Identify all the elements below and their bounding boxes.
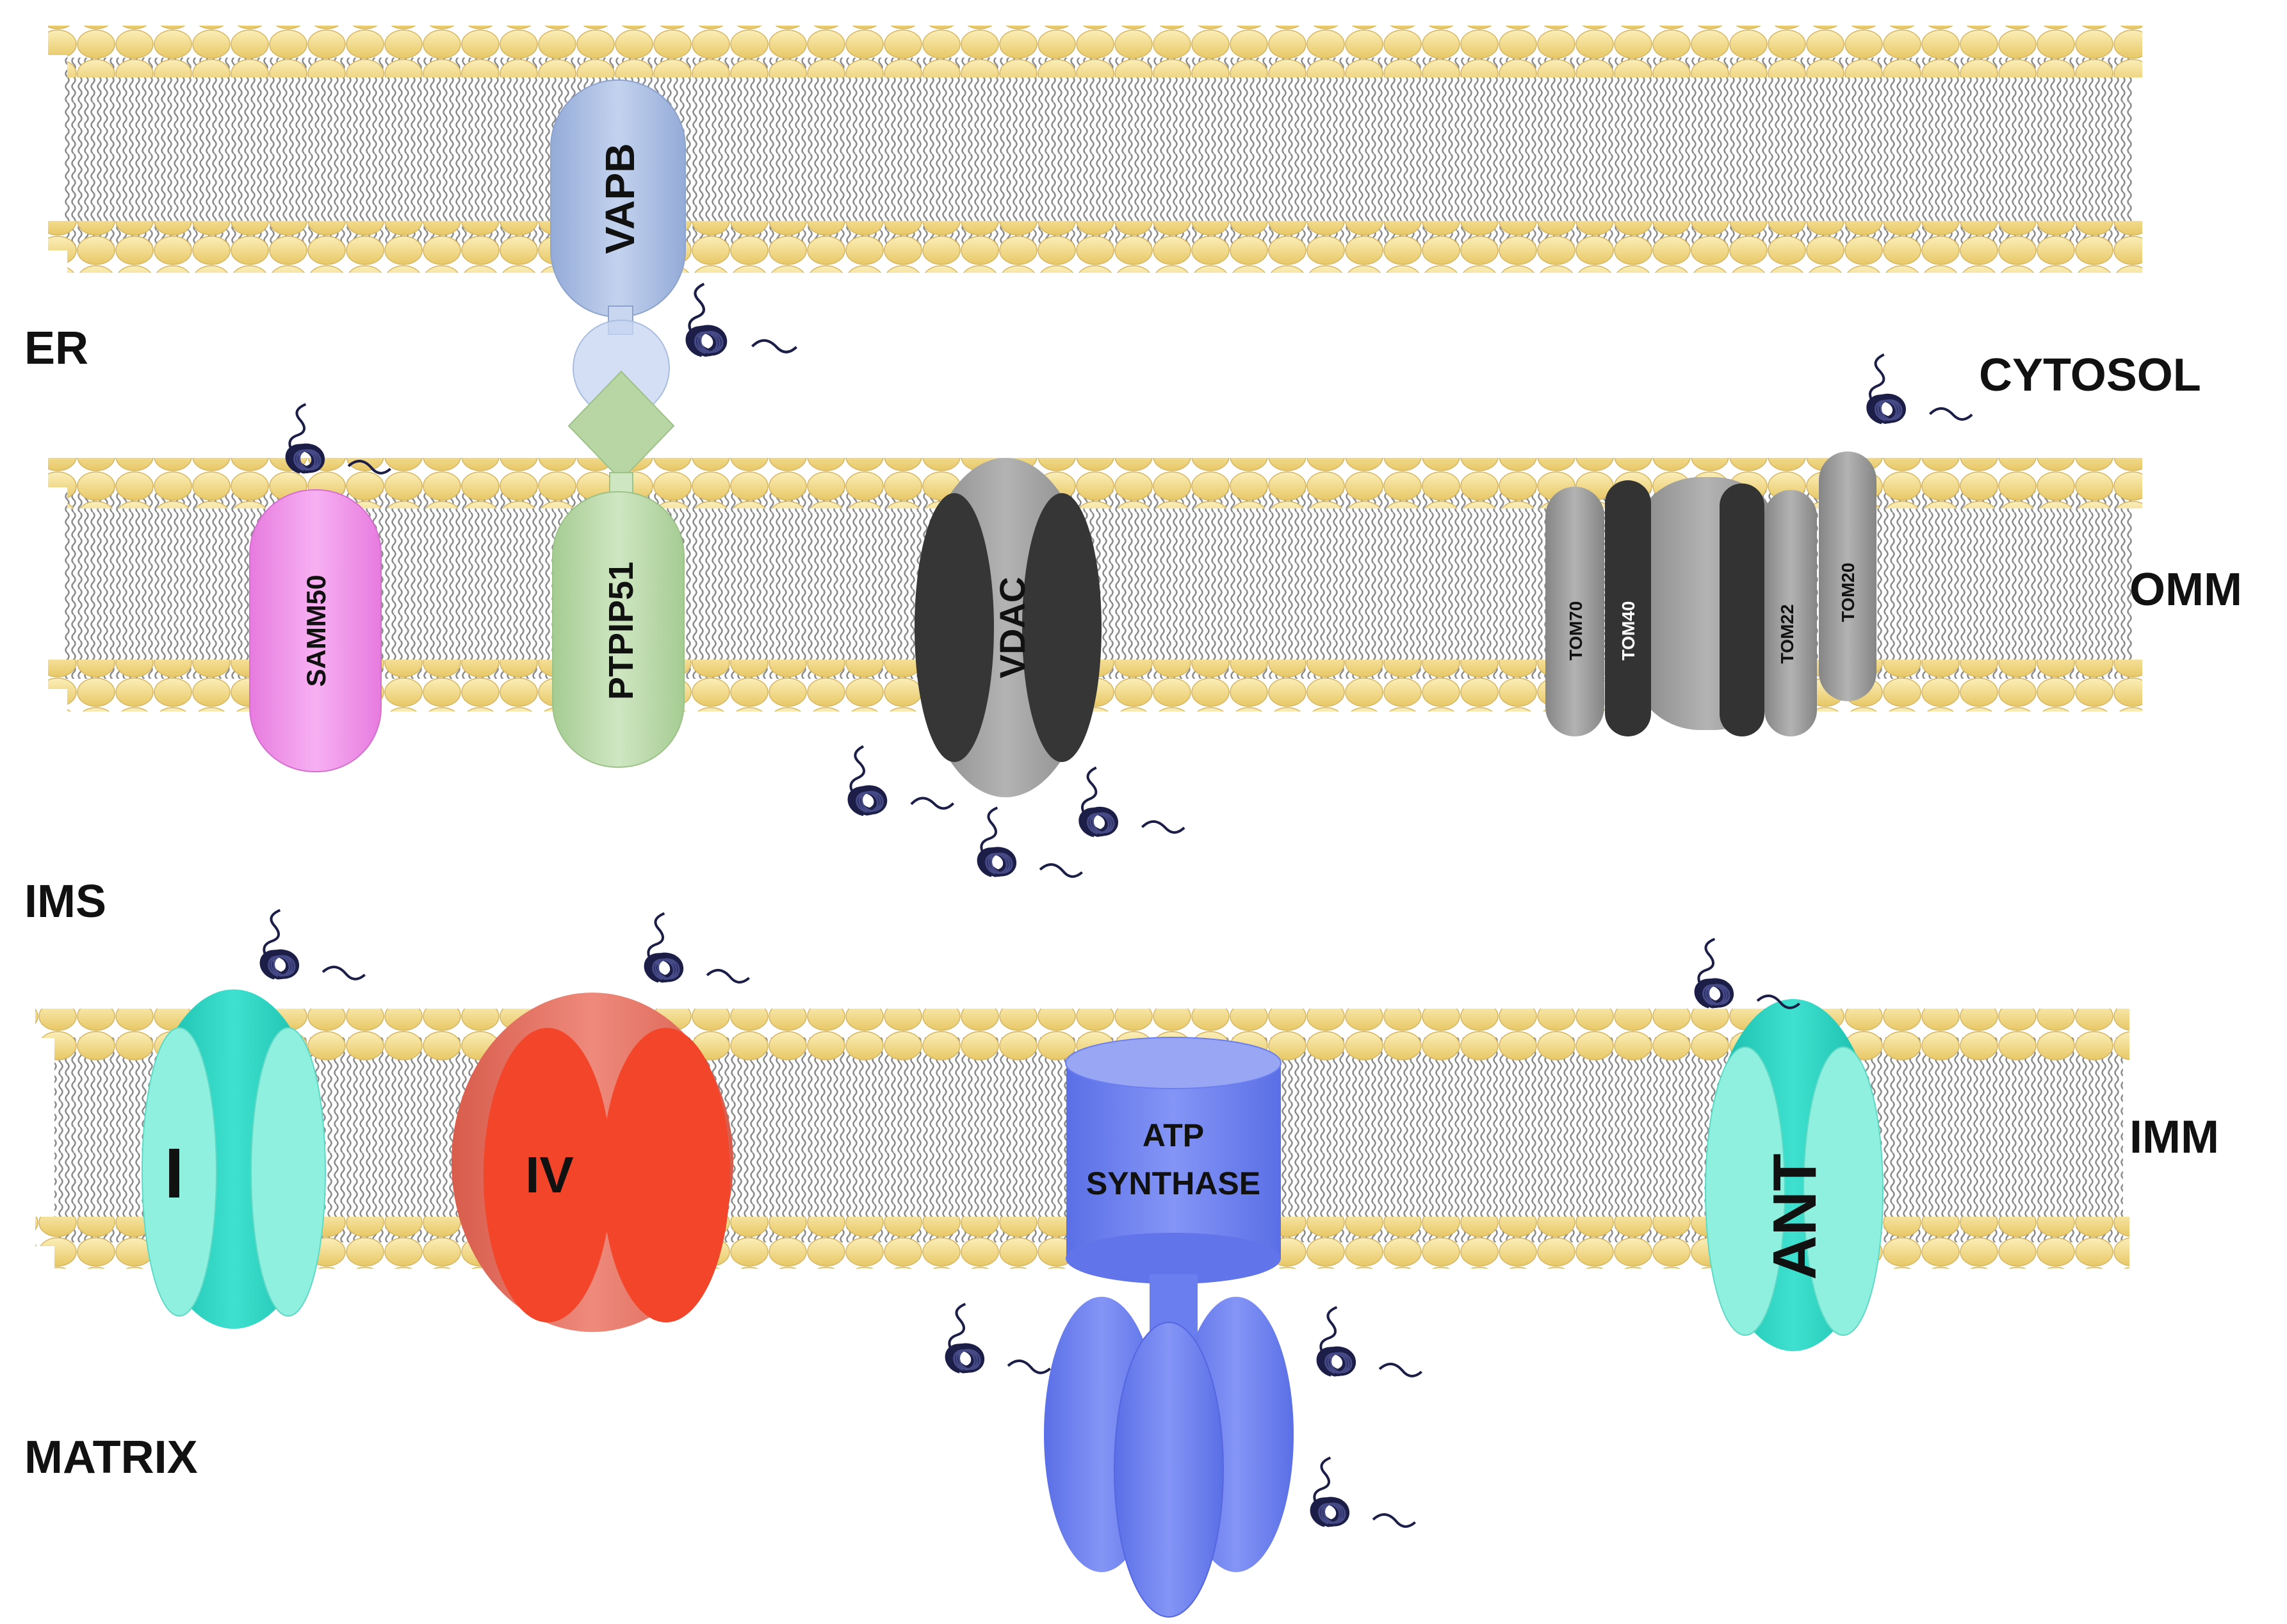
complex-iv-left-side bbox=[484, 1028, 612, 1322]
label-cytosol: CYTOSOL bbox=[1979, 350, 2201, 401]
er-heads-top-2 bbox=[67, 48, 2142, 77]
er-lipid-tails bbox=[64, 58, 2133, 250]
label-imm: IMM bbox=[2129, 1112, 2219, 1163]
samm50-label: SAMM50 bbox=[301, 574, 331, 686]
tom-complex: TOM70 TOM40 TOM22 TOM20 bbox=[1545, 451, 1876, 736]
ant-protein: ANT bbox=[1705, 999, 1884, 1351]
tom40-label: TOM40 bbox=[1618, 601, 1638, 661]
alpha-helix-peptide-icon bbox=[259, 904, 365, 987]
atp-synthase-f1-center bbox=[1114, 1322, 1224, 1618]
tom20-subunit bbox=[1819, 451, 1876, 701]
label-matrix: MATRIX bbox=[24, 1432, 198, 1483]
tom40-right-subunit bbox=[1720, 483, 1764, 736]
label-omm: OMM bbox=[2129, 564, 2242, 615]
alpha-helix-peptide-icon bbox=[643, 907, 749, 991]
er-heads-bottom-2 bbox=[67, 243, 2142, 273]
complex-iv: IV bbox=[452, 993, 733, 1332]
alpha-helix-peptide-icon bbox=[976, 801, 1082, 885]
ant-right-side bbox=[1803, 1046, 1884, 1336]
vapb-label: VAPB bbox=[597, 143, 643, 254]
tom20-label: TOM20 bbox=[1838, 563, 1858, 622]
vdac-right-side bbox=[1022, 493, 1102, 762]
atp-synthase-label-1: ATP bbox=[1143, 1117, 1204, 1153]
vdac-protein: VDAC bbox=[915, 458, 1102, 797]
tom22-subunit bbox=[1764, 490, 1817, 736]
atp-synthase-label-2: SYNTHASE bbox=[1086, 1165, 1260, 1201]
alpha-helix-peptide-icon bbox=[1863, 344, 1973, 432]
ptpip51-protein: PTPIP51 bbox=[552, 370, 685, 768]
vapb-protein: VAPB bbox=[550, 79, 686, 417]
alpha-helix-peptide-icon bbox=[682, 272, 797, 365]
complex-iv-label: IV bbox=[525, 1146, 574, 1203]
tom22-label: TOM22 bbox=[1777, 605, 1797, 664]
alpha-helix-peptide-icon bbox=[1309, 1451, 1415, 1535]
vdac-label: VDAC bbox=[992, 577, 1032, 679]
alpha-helix-peptide-icon bbox=[1315, 1301, 1422, 1384]
samm50-protein: SAMM50 bbox=[249, 489, 382, 772]
atp-synthase-fo bbox=[1066, 1063, 1281, 1258]
atp-synthase-fo-top bbox=[1065, 1037, 1282, 1089]
tom70-subunit bbox=[1545, 487, 1604, 736]
er-membrane bbox=[48, 26, 2142, 273]
label-er: ER bbox=[24, 323, 88, 374]
ptpip51-body bbox=[552, 491, 685, 768]
complex-i-right-side bbox=[250, 1027, 326, 1317]
atp-synthase-fo-bottom bbox=[1066, 1233, 1281, 1284]
samm50-body bbox=[249, 489, 382, 772]
alpha-helix-peptide-icon bbox=[1075, 757, 1185, 845]
complex-i-left-side bbox=[142, 1027, 217, 1317]
label-ims: IMS bbox=[24, 876, 106, 927]
atp-synthase: ATP SYNTHASE bbox=[1044, 1037, 1294, 1618]
tom70-label: TOM70 bbox=[1566, 601, 1586, 661]
complex-i: I bbox=[142, 989, 326, 1329]
complex-i-label: I bbox=[165, 1134, 184, 1213]
ant-left-side bbox=[1705, 1046, 1786, 1336]
complex-iv-right-side bbox=[602, 1028, 730, 1322]
ant-label: ANT bbox=[1761, 1153, 1829, 1279]
ptpip51-label: PTPIP51 bbox=[602, 562, 640, 700]
tom40-left-subunit bbox=[1605, 480, 1651, 736]
vdac-left-side bbox=[915, 493, 994, 762]
alpha-helix-peptide-icon bbox=[944, 1297, 1050, 1381]
